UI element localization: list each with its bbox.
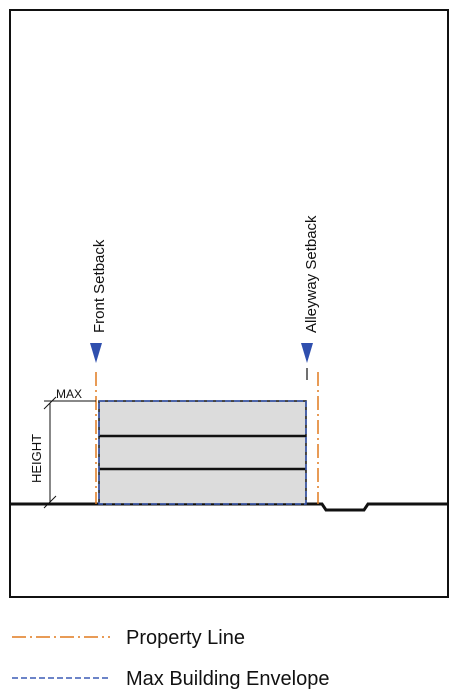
height-tick-bottom — [43, 495, 57, 509]
max-label: MAX — [56, 387, 82, 401]
max-building-envelope — [98, 400, 307, 505]
legend-property-line-label: Property Line — [126, 627, 245, 649]
alley-setback-marker — [301, 343, 313, 363]
ground-line — [10, 502, 448, 512]
front-setback-marker — [90, 343, 102, 363]
front-setback-label: Front Setback — [91, 239, 108, 333]
legend-envelope-label: Max Building Envelope — [126, 668, 329, 690]
height-tick-top — [43, 396, 57, 410]
alleyway-setback-label: Alleyway Setback — [303, 215, 320, 333]
building — [98, 400, 307, 505]
diagram-frame — [9, 9, 449, 598]
height-label: HEIGHT — [29, 434, 44, 483]
